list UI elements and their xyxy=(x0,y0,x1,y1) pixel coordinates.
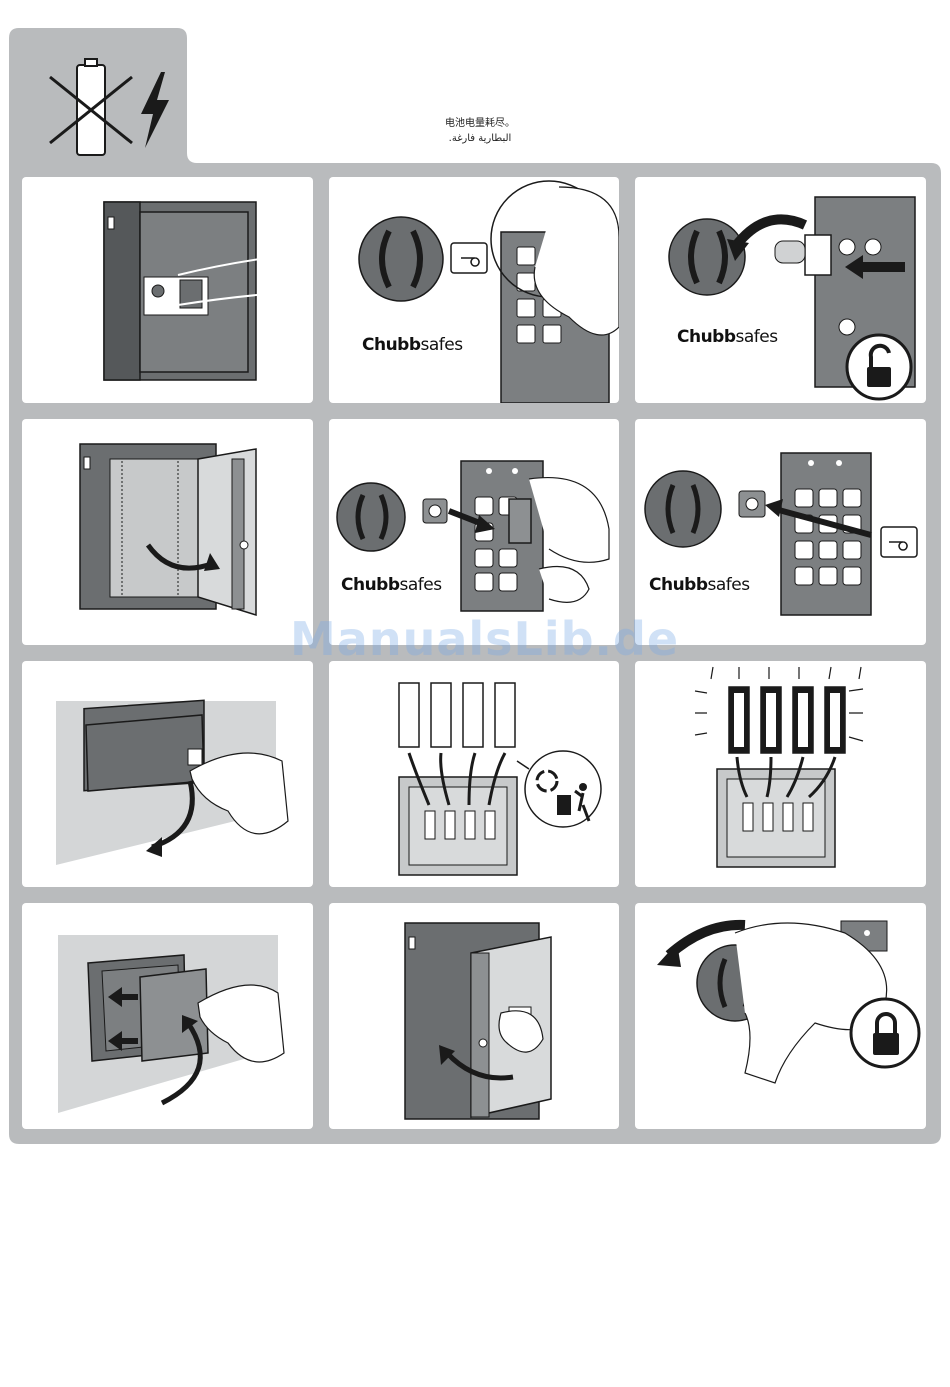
watermark: ManualsLib.de xyxy=(290,612,670,666)
step-card-11-close-door xyxy=(329,903,619,1129)
step-card-1-safe-overview xyxy=(22,177,313,403)
step-card-10-close-battery-cover xyxy=(22,903,313,1129)
caption-chinese: 电池电量耗尽。 xyxy=(400,116,560,131)
step-card-7-open-battery-cover xyxy=(22,661,313,887)
chubbsafes-logo: Chubbsafes xyxy=(649,575,750,595)
step-card-4-open-door xyxy=(22,419,313,645)
lightning-icon xyxy=(135,70,175,150)
step-card-3-insert-key-turn: Chubbsafes xyxy=(635,177,926,403)
chubbsafes-logo: Chubbsafes xyxy=(677,327,778,347)
chubbsafes-logo: Chubbsafes xyxy=(341,575,442,595)
step-card-2-keypad-closeup: Chubbsafes xyxy=(329,177,619,403)
chubbsafes-logo: Chubbsafes xyxy=(362,335,463,355)
step-card-12-turn-knob-lock xyxy=(635,903,926,1129)
step-card-8-remove-batteries xyxy=(329,661,619,887)
step-card-9-insert-new-batteries xyxy=(635,661,926,887)
battery-empty-caption: 电池电量耗尽。 البطارية فارغة. xyxy=(400,116,560,146)
caption-arabic: البطارية فارغة. xyxy=(400,131,560,146)
